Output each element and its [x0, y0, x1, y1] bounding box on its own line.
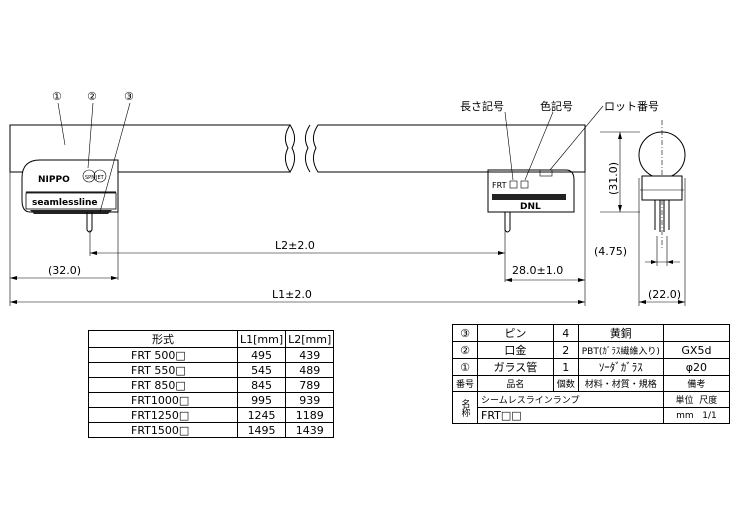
label-lot-number: ロット番号 [604, 100, 659, 113]
label-color-mark: 色記号 [540, 99, 573, 113]
label-length-mark: 長さ記号 [460, 99, 504, 113]
series-label: seamlessline [32, 198, 98, 208]
callout-2: ② [87, 90, 97, 103]
name-row-2: FRT□□ mm 1/1 [453, 407, 730, 424]
header-l1: L1[mm] [236, 330, 287, 348]
brand-logo: NIPPO [38, 175, 70, 185]
parts-row: ③ ピン 4 黄銅 [451, 324, 730, 342]
parts-table: ③ ピン 4 黄銅 ② 口金 2 PBT(ｶﾞﾗｽ繊維入り) GX5d ① ガラ… [451, 324, 730, 424]
end-cap-right: FRT DNL [487, 169, 575, 233]
dim-height: (31.0) [607, 162, 620, 195]
end-view: (31.0) (4.75) (22.0) [594, 120, 686, 306]
glass-tube-right [304, 124, 586, 173]
end-cap-left: NIPPO SPN JET seamlessline [21, 159, 119, 233]
dim-l2: L2±2.0 [275, 239, 315, 252]
dim-l1: L1±2.0 [272, 288, 312, 301]
dim-right-offset: 28.0±1.0 [512, 264, 563, 277]
parts-row: ① ガラス管 1 ｿｰﾀﾞｶﾞﾗｽ φ20 [451, 358, 730, 376]
svg-text:JET: JET [95, 175, 105, 181]
end-cap-logo: DNL [520, 202, 541, 212]
parts-row: ② 口金 2 PBT(ｶﾞﾗｽ繊維入り) GX5d [451, 341, 730, 359]
end-cap-code: FRT [492, 181, 507, 190]
name-row: 名称 シームレスラインランプ 単位 尺度 [451, 391, 730, 424]
callouts: ① ② ③ 長さ記号 色記号 ロット番号 [52, 90, 659, 213]
dimension-lines: L2±2.0 (32.0) 28.0±1.0 L1±2.0 [9, 172, 586, 306]
header-l2: L2[mm] [285, 330, 335, 348]
dim-left-offset: (32.0) [48, 264, 81, 277]
dim-diameter: (22.0) [648, 288, 681, 301]
callout-1: ① [52, 90, 62, 103]
callout-3: ③ [124, 90, 134, 103]
dim-pin-gap: (4.75) [594, 245, 627, 258]
header-model: 形式 [88, 330, 238, 348]
spec-header-row: 形式 L1[mm] L2[mm] [88, 330, 335, 348]
parts-header-row: 番号 品名 個数 材料・材質・規格 備考 [451, 375, 730, 392]
callout-2-symbol: SPN [85, 175, 95, 181]
glass-tube-left [9, 124, 296, 173]
